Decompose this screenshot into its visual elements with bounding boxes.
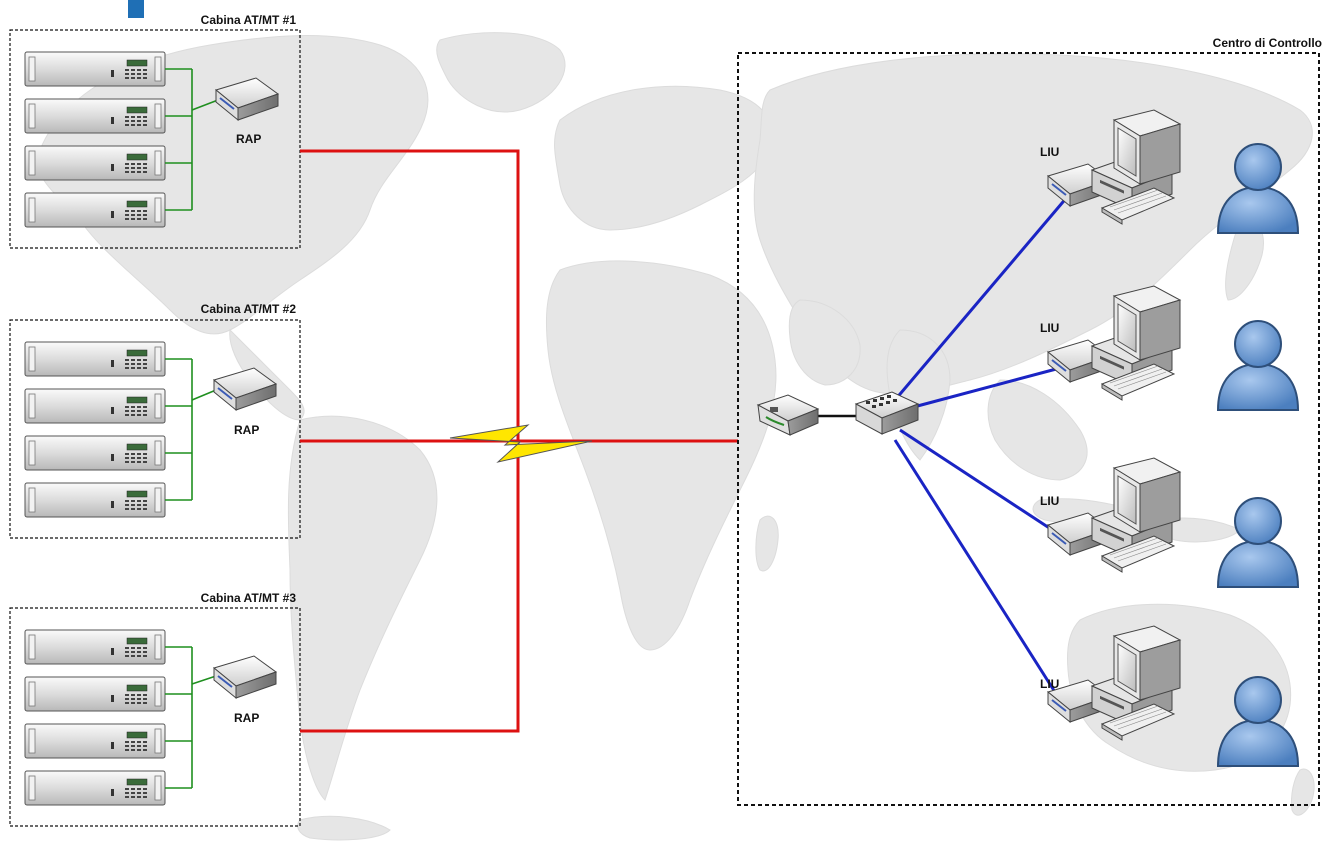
modem-icon[interactable]	[213, 655, 277, 699]
workstation-4: LIU	[1040, 625, 1299, 767]
rack-server-icon	[24, 388, 166, 424]
workstation-1-label: LIU	[1040, 145, 1059, 159]
rack-server-icon	[24, 770, 166, 806]
rack-server-icon	[24, 676, 166, 712]
cabin-1-frame	[9, 29, 301, 249]
wan-link-cabin-1	[300, 149, 520, 441]
lan-links	[893, 195, 1070, 701]
desktop-computer-icon[interactable]	[1091, 457, 1181, 573]
workstation-1: LIU	[1040, 109, 1299, 234]
wan-link-cabin-3	[300, 441, 520, 733]
rack-server-icon	[24, 192, 166, 228]
cabin-2-rap-label: RAP	[234, 423, 259, 437]
cabin-1-rap-label: RAP	[236, 132, 261, 146]
rack-server-icon	[24, 482, 166, 518]
control-center: Centro di Controllo	[737, 36, 1322, 806]
router-icon[interactable]	[756, 394, 820, 436]
control-center-title: Centro di Controllo	[1213, 36, 1322, 50]
rack-server-icon	[24, 98, 166, 134]
cabin-3-rap-label: RAP	[234, 711, 259, 725]
user-icon	[1217, 497, 1299, 588]
user-icon	[1217, 320, 1299, 411]
cabin-1: Cabina AT/MT #1 RAP	[9, 13, 301, 249]
cabin-2-frame	[9, 319, 301, 539]
rack-server-icon	[24, 51, 166, 87]
wan-links	[300, 149, 738, 733]
cabin-2-title: Cabina AT/MT #2	[201, 302, 297, 316]
workstation-2-label: LIU	[1040, 321, 1059, 335]
rack-server-icon	[24, 341, 166, 377]
rack-server-icon	[24, 435, 166, 471]
workstation-3-label: LIU	[1040, 494, 1059, 508]
rack-links	[165, 358, 217, 501]
rack-server-icon	[24, 145, 166, 181]
workstation-2: LIU	[1040, 285, 1299, 411]
corner-accent	[128, 0, 144, 18]
rack-links	[165, 68, 219, 211]
cabin-3: Cabina AT/MT #3 RAP	[9, 591, 301, 827]
rack-server-icon	[24, 723, 166, 759]
rack-server-icon	[24, 629, 166, 665]
network-switch-icon[interactable]	[854, 391, 920, 435]
cabin-1-title: Cabina AT/MT #1	[201, 13, 297, 27]
workstation-3: LIU	[1040, 457, 1299, 588]
control-center-frame	[737, 52, 1320, 806]
rack-links	[165, 646, 217, 789]
workstation-4-label: LIU	[1040, 677, 1059, 691]
lightning-icon	[449, 424, 593, 463]
cabin-3-frame	[9, 607, 301, 827]
cabin-3-title: Cabina AT/MT #3	[201, 591, 297, 605]
cabin-2: Cabina AT/MT #2 RAP	[9, 302, 301, 539]
